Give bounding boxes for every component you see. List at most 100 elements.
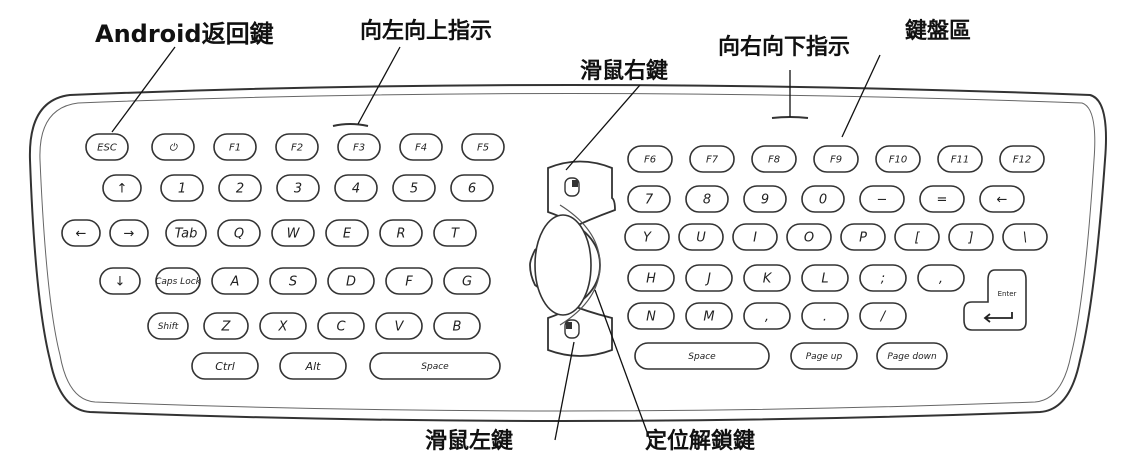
key-f10[interactable]: F10 [875,145,921,173]
key-y[interactable]: Y [624,223,670,251]
key-b[interactable]: B [433,312,481,340]
key-sym[interactable]: ← [61,219,101,247]
key-sym[interactable]: − [859,185,905,213]
key-6[interactable]: 6 [450,174,494,202]
key-9[interactable]: 9 [743,185,787,213]
key-d[interactable]: D [327,267,375,295]
key-o[interactable]: O [786,223,832,251]
key-caps-lock[interactable]: Caps Lock [155,267,202,295]
key-3[interactable]: 3 [276,174,320,202]
key-page-up[interactable]: Page up [790,342,858,370]
key-page-down[interactable]: Page down [876,342,948,370]
key-label: D [346,275,356,290]
key-space[interactable]: Space [634,342,770,370]
key-f8[interactable]: F8 [751,145,797,173]
key-f4[interactable]: F4 [399,133,443,161]
key-r[interactable]: R [379,219,423,247]
key-esc[interactable]: ESC [85,133,129,161]
key-sym[interactable]: \ [1002,223,1048,251]
key-label: K [763,272,773,287]
key-sym[interactable]: [ [894,223,940,251]
key-enter[interactable]: Enter [963,269,1027,331]
key-s[interactable]: S [269,267,317,295]
key-cap [275,133,319,161]
key-4[interactable]: 4 [334,174,378,202]
key-h[interactable]: H [627,264,675,292]
key-f2[interactable]: F2 [275,133,319,161]
key-5[interactable]: 5 [392,174,436,202]
key-u[interactable]: U [678,223,724,251]
key-e[interactable]: E [325,219,369,247]
key-label: 5 [410,182,418,197]
key-x[interactable]: X [259,312,307,340]
key-alt[interactable]: Alt [279,352,347,380]
key-cap [102,174,142,202]
key-label: F3 [353,143,365,154]
key-label: W [287,227,301,242]
mouse-right-button-icon[interactable] [564,177,580,197]
key-sym[interactable]: ↑ [102,174,142,202]
key-label: M [703,310,714,325]
key-k[interactable]: K [743,264,791,292]
key-f[interactable]: F [385,267,433,295]
key-q[interactable]: Q [217,219,261,247]
key-f12[interactable]: F12 [999,145,1045,173]
key-g[interactable]: G [443,267,491,295]
key-8[interactable]: 8 [685,185,729,213]
key-cap [85,133,129,161]
key-label: \ [1023,231,1027,246]
key-sym[interactable]: → [109,219,149,247]
key-m[interactable]: M [685,302,733,330]
key-tab[interactable]: Tab [165,219,207,247]
key-cap [433,219,477,247]
mouse-left-button-icon[interactable] [564,319,580,339]
key-f7[interactable]: F7 [689,145,735,173]
key-2[interactable]: 2 [218,174,262,202]
scroll-wheel[interactable] [534,214,592,316]
key-v[interactable]: V [375,312,423,340]
key-cap [678,223,724,251]
key-cap [937,145,983,173]
key-sym[interactable]: ↓ [99,267,141,295]
key-cap [634,342,770,370]
key-f1[interactable]: F1 [213,133,257,161]
key-sym[interactable]: ] [948,223,994,251]
key-i[interactable]: I [732,223,778,251]
key-label: U [696,231,706,246]
key-cap [165,219,207,247]
key-sym[interactable]: ; [859,264,907,292]
key-space[interactable]: Space [369,352,501,380]
key-sym[interactable]: , [743,302,791,330]
key-j[interactable]: J [685,264,733,292]
key-sym[interactable]: = [919,185,965,213]
key-a[interactable]: A [211,267,259,295]
key-z[interactable]: Z [203,312,249,340]
key-f6[interactable]: F6 [627,145,673,173]
key-0[interactable]: 0 [801,185,845,213]
key-7[interactable]: 7 [627,185,671,213]
key-f9[interactable]: F9 [813,145,859,173]
key-t[interactable]: T [433,219,477,247]
key-sym[interactable]: , [917,264,965,292]
key-sym[interactable]: . [801,302,849,330]
key-f3[interactable]: F3 [337,133,381,161]
key-p[interactable]: P [840,223,886,251]
key-sym[interactable]: ⏻ [151,133,195,161]
key-l[interactable]: L [801,264,849,292]
key-shift[interactable]: Shift [147,312,189,340]
key-1[interactable]: 1 [160,174,204,202]
key-label: F4 [415,143,427,154]
key-n[interactable]: N [627,302,675,330]
key-w[interactable]: W [271,219,315,247]
key-label: , [939,272,943,287]
key-c[interactable]: C [317,312,365,340]
key-f5[interactable]: F5 [461,133,505,161]
key-label: Alt [305,360,322,373]
key-label: ] [967,231,973,246]
key-f11[interactable]: F11 [937,145,983,173]
key-cap [217,219,261,247]
key-sym[interactable]: ← [979,185,1025,213]
key-ctrl[interactable]: Ctrl [191,352,259,380]
key-cap [259,312,307,340]
key-sym[interactable]: / [859,302,907,330]
